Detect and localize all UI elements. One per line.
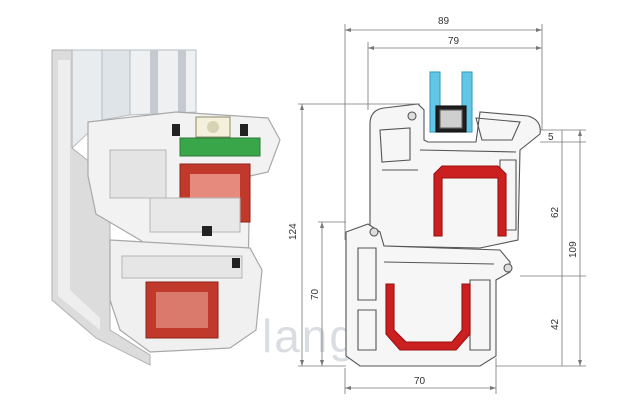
dim-right-total: 109 [568,241,579,258]
gasket-left [172,124,180,136]
profile-3d-render [51,49,281,366]
dim-right-mid: 62 [550,206,561,218]
glass-pane-inner [129,49,197,116]
dim-bottom: 70 [414,376,426,387]
glass-spacer [150,50,158,116]
gasket-right [240,124,248,136]
dimension-arrows [300,28,582,390]
profile-technical-drawing [345,71,541,367]
dim-left-lower: 70 [310,288,321,300]
glass-spacer-2 [178,50,186,112]
sash-gasket-bottom [202,226,212,236]
dim-right-top: 5 [548,132,554,143]
glass-pane-middle [101,49,131,121]
desiccant-dots [207,121,219,133]
dim-left-total: 124 [288,223,299,240]
dimension-lines [298,24,586,394]
dim-top-inner: 79 [448,36,460,47]
glazing-bead-gasket [179,137,261,157]
frame-side-face-light [58,60,100,330]
frame-reinforcement-inner [156,292,208,328]
gasket-dot-1 [369,227,379,237]
sash-chamber-2 [149,197,241,233]
glass-pane-left [429,71,441,133]
frame-chamber-lines [357,247,495,351]
sash-reinforcement-outline [433,165,507,237]
gasket-dot-3 [407,111,417,121]
frame-reinforcement-outline [385,283,471,351]
sash-chamber-lines [379,127,517,231]
gasket-dot-2 [503,263,513,273]
sash-chamber [109,149,167,199]
dim-right-low: 42 [550,318,561,330]
dim-top-total: 89 [438,16,450,27]
frame-chamber [121,255,243,279]
glass-pane-right [461,71,473,133]
frame-gasket [232,258,240,268]
glass-spacer-fill [439,109,463,129]
sash-glazing-bead [475,117,521,141]
